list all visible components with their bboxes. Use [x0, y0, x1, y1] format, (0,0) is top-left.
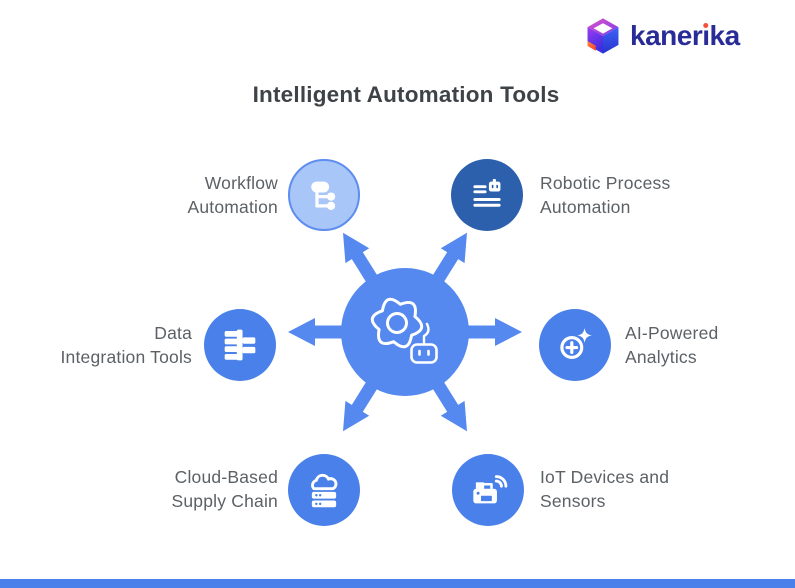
node-iot-devices-and-sensors-badge	[452, 454, 524, 526]
node-label-data-integration-tools: Data Integration Tools	[60, 323, 192, 367]
node-workflow-automation-badge	[288, 159, 360, 231]
node-data-integration-tools-badge	[204, 309, 276, 381]
node-label-iot-devices-and-sensors: IoT Devices and Sensors	[540, 467, 670, 511]
node-label-workflow-automation: Workflow Automation	[187, 173, 278, 217]
kanerika-cube-logo-icon	[587, 18, 619, 54]
data-merge-icon	[224, 329, 256, 361]
brand-name-part1: kaner	[630, 20, 703, 51]
node-label-robotic-process-automation: Robotic Process Automation	[540, 173, 671, 217]
brand-i-dot	[703, 22, 709, 28]
workflow-tree-icon	[311, 181, 336, 211]
hub-gear-robot-icon	[288, 232, 522, 432]
printer-wifi-icon	[473, 475, 508, 504]
node-label-ai-powered-analytics: AI-Powered Analytics	[625, 323, 719, 367]
cloud-server-icon	[311, 473, 338, 508]
node-cloud-based-supply-chain-badge	[288, 454, 360, 526]
brand-name-i: ı	[702, 20, 710, 51]
node-label-cloud-based-supply-chain: Cloud-Based Supply Chain	[171, 467, 278, 511]
node-robotic-process-automation-badge	[451, 159, 523, 231]
robot-list-icon	[473, 179, 501, 207]
page-title: Intelligent Automation Tools	[252, 82, 560, 107]
brand-name-part2: ka	[709, 20, 741, 51]
footer-accent-bar	[0, 579, 795, 588]
node-ai-powered-analytics-badge	[539, 309, 611, 381]
sparkle-plus-icon	[560, 328, 592, 360]
